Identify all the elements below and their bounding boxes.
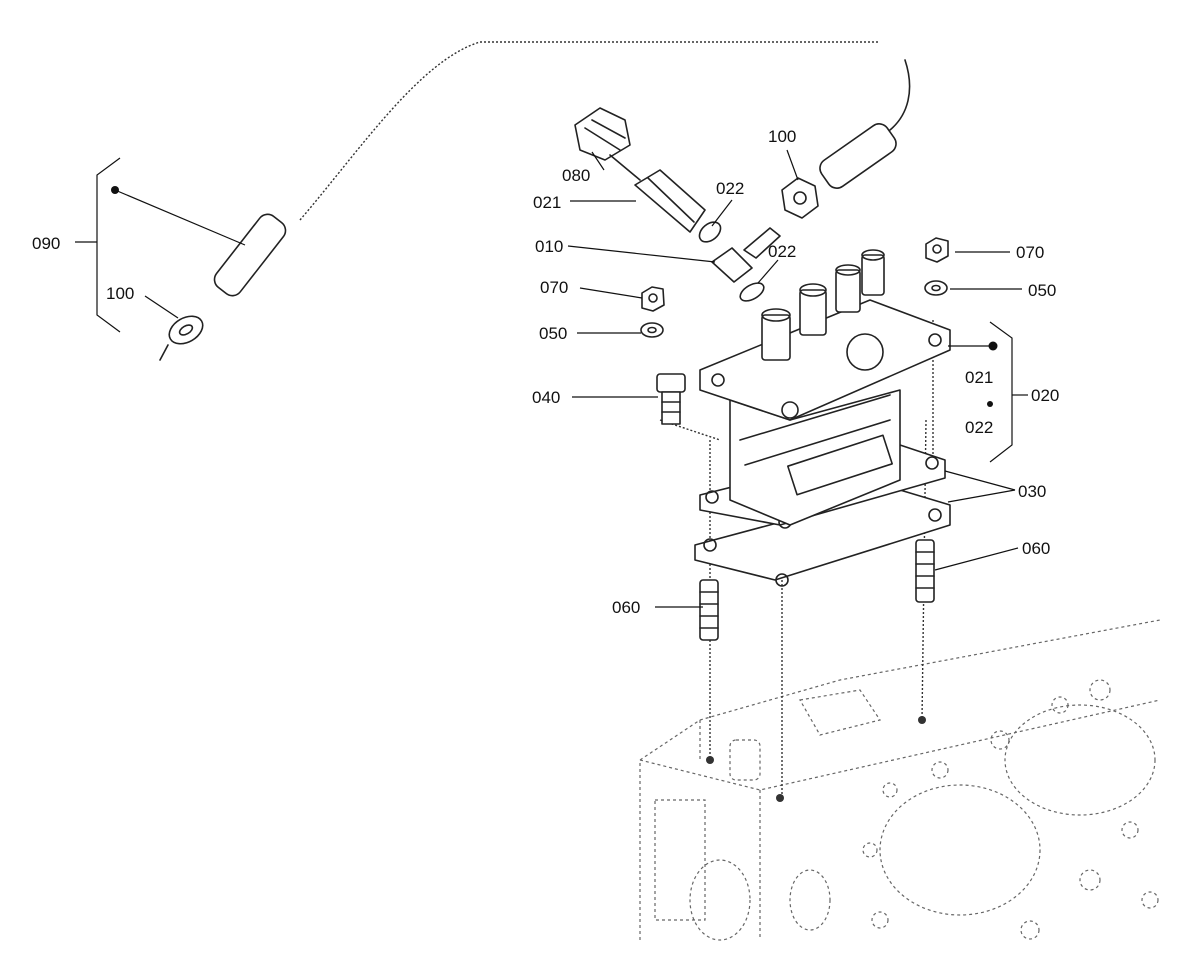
label-022-mid: 022 bbox=[768, 242, 796, 261]
label-010: 010 bbox=[535, 237, 563, 256]
label-070-right: 070 bbox=[1016, 243, 1044, 262]
label-070-left: 070 bbox=[540, 278, 568, 297]
label-080: 080 bbox=[562, 166, 590, 185]
label-050-right: 050 bbox=[1028, 281, 1056, 300]
nut-070-left bbox=[641, 286, 665, 312]
stud-060-left bbox=[699, 579, 719, 641]
stud-060-right bbox=[915, 539, 935, 603]
label-060-right: 060 bbox=[1022, 539, 1050, 558]
injection-pump bbox=[699, 249, 951, 526]
label-021-group: 021 bbox=[965, 368, 993, 387]
fuel-return-pipe-090 bbox=[159, 41, 911, 361]
eye-bolt-100-right bbox=[781, 177, 819, 219]
label-100-right: 100 bbox=[768, 127, 796, 146]
fitting-021-top bbox=[609, 154, 706, 233]
label-022-top: 022 bbox=[716, 179, 744, 198]
washer-022-mid bbox=[739, 282, 765, 302]
eye-bolt-080 bbox=[574, 107, 631, 161]
label-050-left: 050 bbox=[539, 324, 567, 343]
callout-labels: 090 100 080 021 022 100 010 022 070 050 … bbox=[32, 127, 1059, 617]
label-020: 020 bbox=[1031, 386, 1059, 405]
label-060-left: 060 bbox=[612, 598, 640, 617]
fitting-010 bbox=[711, 227, 781, 283]
label-100-left: 100 bbox=[106, 284, 134, 303]
label-022-group: 022 bbox=[965, 418, 993, 437]
bracket-020 bbox=[989, 321, 1013, 463]
label-021-top: 021 bbox=[533, 193, 561, 212]
engine-block bbox=[639, 619, 1161, 941]
washer-050-left bbox=[640, 322, 664, 338]
label-040: 040 bbox=[532, 388, 560, 407]
label-090: 090 bbox=[32, 234, 60, 253]
bolt-040 bbox=[656, 373, 686, 425]
nut-070-right bbox=[925, 237, 949, 263]
leader-lines bbox=[75, 149, 1028, 608]
washer-050-right bbox=[924, 280, 948, 296]
label-030: 030 bbox=[1018, 482, 1046, 501]
bracket-090 bbox=[96, 157, 121, 333]
washer-022-top bbox=[698, 221, 722, 243]
